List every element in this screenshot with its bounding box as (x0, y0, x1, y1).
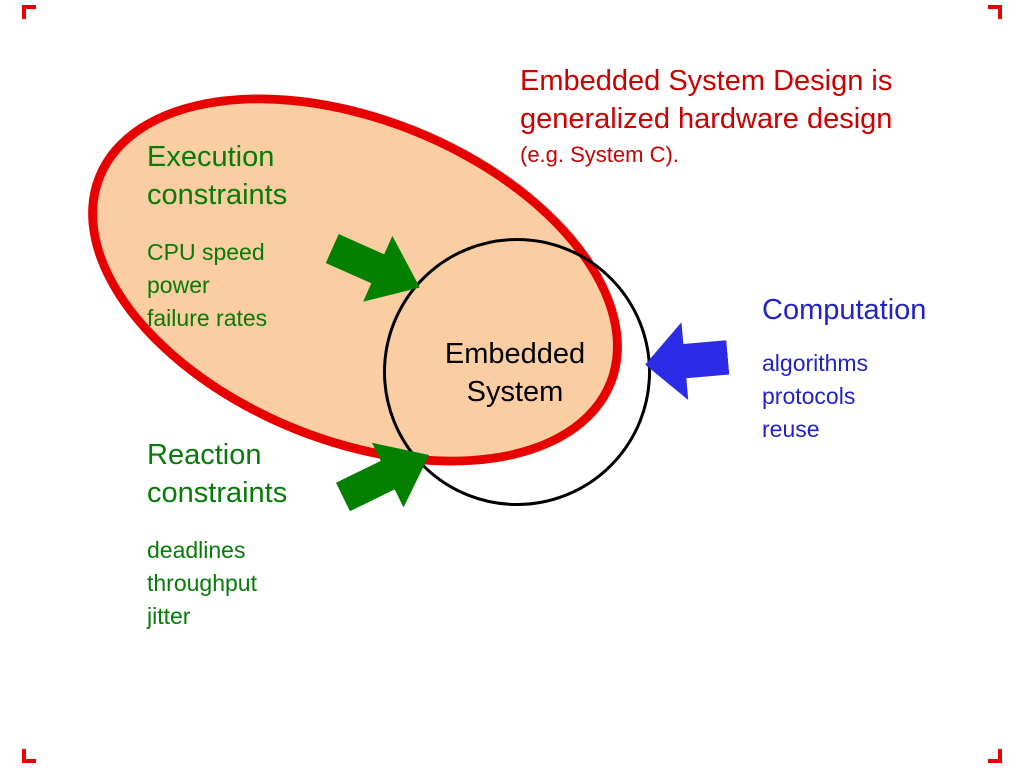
slide-corner-mark-bottom-left (22, 749, 36, 763)
reaction-constraints-heading: Reaction constraints (147, 439, 288, 509)
execution-constraints-heading: Execution constraints (147, 141, 288, 211)
embedded-system-circle (383, 238, 651, 506)
slide-corner-mark-top-left (22, 5, 36, 19)
embedded-system-label: Embedded System (444, 338, 586, 408)
slide-subtitle: (e.g. System C). (520, 142, 679, 167)
computation-items: algorithms protocols reuse (762, 350, 869, 442)
slide-title: Embedded System Design is generalized ha… (520, 65, 893, 135)
slide-corner-mark-top-right (988, 5, 1002, 19)
slide-corner-mark-bottom-right (988, 749, 1002, 763)
execution-constraints-items: CPU speed power failure rates (147, 239, 268, 331)
computation-arrow-icon (642, 319, 731, 404)
reaction-constraints-items: deadlines throughput jitter (147, 537, 257, 629)
computation-heading: Computation (762, 294, 927, 326)
